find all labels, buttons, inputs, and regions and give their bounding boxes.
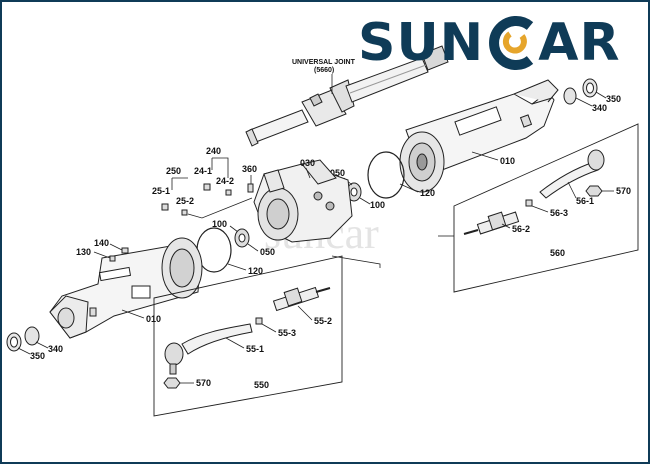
washer-24-2: [225, 189, 232, 196]
label-340-right: 340: [592, 103, 607, 113]
seal-340-left: [24, 326, 40, 346]
label-120-left: 120: [248, 266, 263, 276]
label-130: 130: [76, 247, 91, 257]
label-050-right: 050: [330, 168, 345, 178]
label-350-right: 350: [606, 94, 621, 104]
logo-text-right: AR: [538, 13, 621, 73]
label-56-2: 56-2: [512, 224, 530, 234]
label-55-2: 55-2: [314, 316, 332, 326]
tie-rod-end-56-1: [539, 149, 605, 199]
label-56-1: 56-1: [576, 196, 594, 206]
label-030: 030: [300, 158, 315, 168]
label-25-1: 25-1: [152, 186, 170, 196]
nut-570-left: [163, 377, 181, 389]
label-24-1: 24-1: [194, 166, 212, 176]
label-56-3: 56-3: [550, 208, 568, 218]
label-100-right: 100: [370, 200, 385, 210]
nut-55-3: [255, 317, 263, 325]
nut-570-right: [585, 185, 603, 197]
label-570-left: 570: [196, 378, 211, 388]
label-340-left: 340: [48, 344, 63, 354]
label-560: 560: [550, 248, 565, 258]
label-100-left: 100: [212, 219, 227, 229]
label-25-2: 25-2: [176, 196, 194, 206]
label-050-left: 050: [260, 247, 275, 257]
label-240: 240: [206, 146, 221, 156]
nut-56-3: [525, 199, 533, 207]
label-360: 360: [242, 164, 257, 174]
universal-joint-label: UNIVERSAL JOINT: [292, 59, 356, 66]
universal-joint-shaft: [245, 45, 449, 147]
tie-rod-55-2: [272, 286, 331, 312]
label-120-right: 120: [420, 188, 435, 198]
logo-c-icon: [484, 14, 538, 72]
right-axle-housing: [399, 79, 559, 193]
label-140: 140: [94, 238, 109, 248]
bolt-25-1: [161, 203, 169, 211]
label-250: 250: [166, 166, 181, 176]
nut-24-1: [203, 183, 211, 191]
tie-rod-box-560: [453, 123, 639, 293]
label-010-left: 010: [146, 314, 161, 324]
label-350-left: 350: [30, 351, 45, 361]
tie-rod-end-55-1: [164, 323, 253, 375]
suncar-logo: SUN AR: [358, 14, 621, 72]
logo-text-left: SUN: [358, 13, 485, 73]
o-ring-120-right: [367, 151, 405, 199]
label-550: 550: [254, 380, 269, 390]
label-55-1: 55-1: [246, 344, 264, 354]
right-seal-group: [563, 78, 598, 105]
label-55-3: 55-3: [278, 328, 296, 338]
left-axle-housing: [49, 237, 203, 339]
bolt-360: [247, 183, 254, 193]
tie-rod-56-2: [463, 211, 520, 235]
washer-25-2: [181, 209, 188, 216]
tie-rod-box-550: [153, 255, 343, 417]
label-010-right: 010: [500, 156, 515, 166]
label-24-2: 24-2: [216, 176, 234, 186]
universal-joint-code: (5660): [314, 67, 334, 74]
center-differential: [253, 159, 353, 243]
bolt-140: [121, 247, 129, 254]
bolt-130: [109, 255, 116, 262]
label-570-right: 570: [616, 186, 631, 196]
